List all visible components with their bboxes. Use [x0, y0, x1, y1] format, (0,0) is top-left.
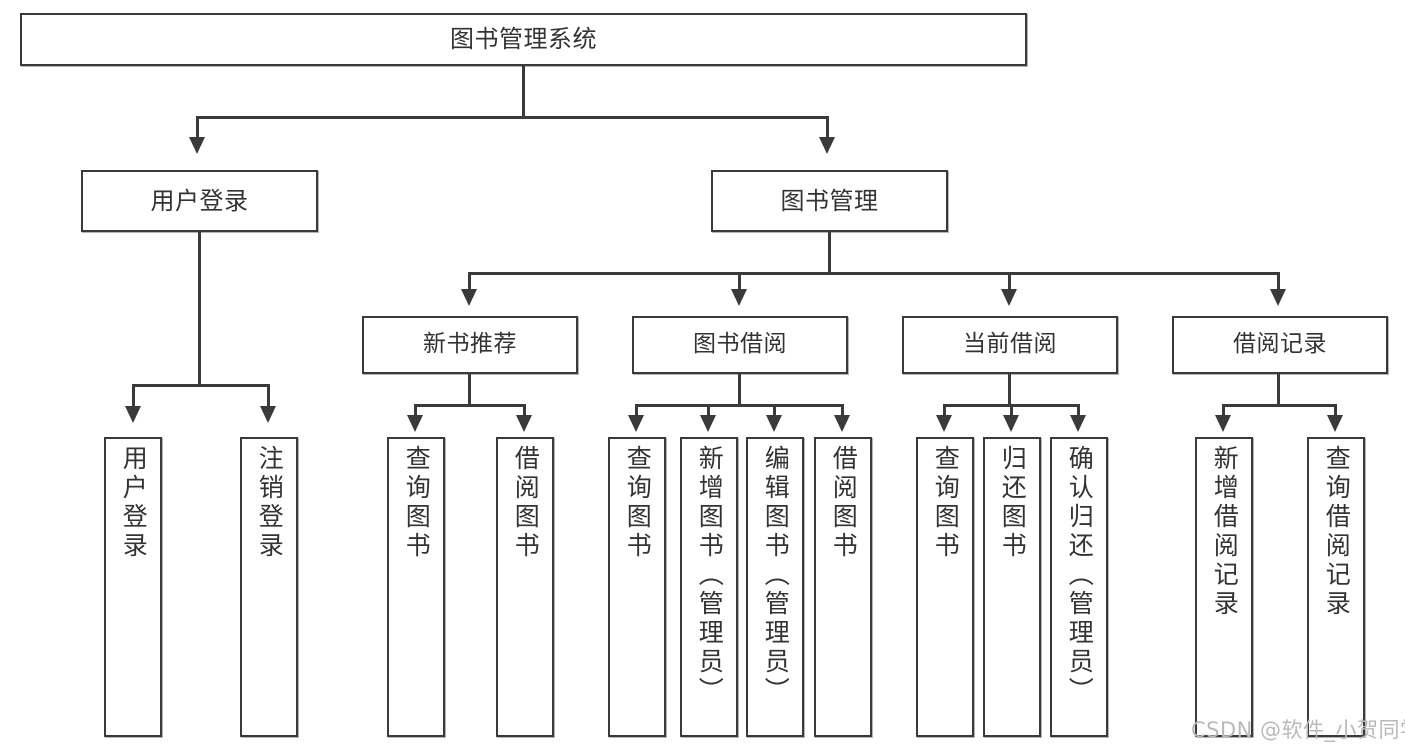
connector-cb-drop-3: [1077, 404, 1080, 418]
arrowhead-leaf-return-book: [1003, 415, 1019, 432]
node-leaf-confirm-return[interactable]: 确认归还（管理员）: [1050, 437, 1108, 737]
connector-current-borrow-stem: [1008, 374, 1011, 404]
connector-root-bus: [196, 116, 828, 119]
arrowhead-leaf-query-record: [1327, 415, 1343, 432]
connector-new-book-stem: [468, 374, 471, 404]
node-label: 用户登录: [119, 445, 149, 561]
connector-bb-drop-4: [841, 404, 844, 418]
node-label: 借阅图书: [829, 445, 859, 561]
arrowhead-leaf-user-login: [125, 406, 141, 423]
node-book-borrow[interactable]: 图书借阅: [632, 316, 848, 374]
arrowhead-user-login: [189, 137, 205, 154]
node-label: 用户登录: [150, 186, 249, 215]
node-label: 查询借阅记录: [1322, 445, 1352, 619]
node-label: 新增借阅记录: [1210, 445, 1240, 619]
node-new-book-recommend[interactable]: 新书推荐: [362, 316, 578, 374]
node-label: 新增图书（管理员）: [695, 445, 725, 706]
node-borrow-record[interactable]: 借阅记录: [1172, 316, 1388, 374]
node-label: 查询图书: [402, 445, 432, 561]
node-label: 查询图书: [931, 445, 961, 561]
connector-borrow-record-bus: [1222, 404, 1337, 407]
node-leaf-return-book[interactable]: 归还图书: [983, 437, 1041, 737]
node-leaf-user-login[interactable]: 用户登录: [104, 437, 162, 737]
node-label: 注销登录: [255, 445, 285, 561]
node-current-borrow[interactable]: 当前借阅: [902, 316, 1118, 374]
node-label: 确认归还（管理员）: [1065, 445, 1095, 706]
arrowhead-leaf-query-book-1: [407, 415, 423, 432]
node-label: 借阅记录: [1233, 331, 1327, 358]
arrowhead-leaf-add-book: [700, 415, 716, 432]
csdn-watermark: CSDN @软件_小贺同学: [1191, 718, 1405, 742]
arrowhead-book-borrow: [731, 289, 747, 306]
node-leaf-query-book-2[interactable]: 查询图书: [608, 437, 666, 737]
arrowhead-leaf-add-record: [1215, 415, 1231, 432]
node-leaf-edit-book[interactable]: 编辑图书（管理员）: [746, 437, 804, 737]
node-leaf-add-book[interactable]: 新增图书（管理员）: [680, 437, 738, 737]
node-book-management[interactable]: 图书管理: [711, 170, 948, 232]
node-label: 当前借阅: [963, 331, 1057, 358]
node-label: 图书借阅: [693, 331, 787, 358]
node-leaf-borrow-book-1[interactable]: 借阅图书: [496, 437, 554, 737]
node-label: 新书推荐: [423, 331, 517, 358]
arrowhead-leaf-query-book-2: [628, 415, 644, 432]
connector-br-drop-2: [1334, 404, 1337, 418]
node-leaf-add-record[interactable]: 新增借阅记录: [1195, 437, 1253, 737]
node-label: 归还图书: [998, 445, 1028, 561]
connector-bb-drop-3: [773, 404, 776, 418]
connector-new-book-drop-1: [414, 404, 417, 418]
connector-book-management-bus: [468, 272, 1280, 275]
connector-user-login-drop-1: [132, 384, 135, 409]
connector-user-login-stem: [198, 232, 201, 384]
arrowhead-leaf-borrow-book-1: [516, 415, 532, 432]
node-label: 借阅图书: [511, 445, 541, 561]
node-leaf-query-record[interactable]: 查询借阅记录: [1307, 437, 1365, 737]
arrowhead-current-borrow: [1001, 289, 1017, 306]
connector-root-stem: [522, 66, 525, 116]
connector-br-drop-1: [1222, 404, 1225, 418]
connector-borrow-record-stem: [1277, 374, 1280, 404]
connector-user-login-bus: [132, 384, 270, 387]
arrowhead-borrow-record: [1270, 289, 1286, 306]
node-leaf-query-book-3[interactable]: 查询图书: [916, 437, 974, 737]
arrowhead-leaf-query-book-3: [936, 415, 952, 432]
arrowhead-leaf-borrow-book-2: [834, 415, 850, 432]
node-root-book-management-system[interactable]: 图书管理系统: [20, 13, 1027, 66]
arrowhead-leaf-confirm-return: [1070, 415, 1086, 432]
node-leaf-query-book-1[interactable]: 查询图书: [387, 437, 445, 737]
arrowhead-leaf-edit-book: [766, 415, 782, 432]
arrowhead-leaf-user-logout: [260, 406, 276, 423]
connector-bm-drop-new-book: [468, 272, 471, 292]
node-label: 图书管理系统: [450, 25, 597, 54]
connector-bm-drop-current-borrow: [1008, 272, 1011, 292]
node-label: 查询图书: [623, 445, 653, 561]
connector-user-login-drop-2: [267, 384, 270, 409]
connector-book-borrow-stem: [738, 374, 741, 404]
connector-book-management-stem: [828, 232, 831, 272]
connector-cb-drop-1: [943, 404, 946, 418]
node-label: 图书管理: [780, 186, 879, 215]
connector-bb-drop-2: [707, 404, 710, 418]
node-label: 编辑图书（管理员）: [761, 445, 791, 706]
connector-new-book-drop-2: [523, 404, 526, 418]
connector-bb-drop-1: [635, 404, 638, 418]
node-leaf-user-logout[interactable]: 注销登录: [240, 437, 298, 737]
connector-bm-drop-book-borrow: [738, 272, 741, 292]
connector-bm-drop-borrow-record: [1277, 272, 1280, 292]
connector-root-to-book-management: [826, 116, 829, 141]
arrowhead-book-management: [819, 137, 835, 154]
connector-cb-drop-2: [1010, 404, 1013, 418]
connector-book-borrow-bus: [635, 404, 843, 407]
connector-root-to-user-login: [196, 116, 199, 141]
connector-new-book-bus: [414, 404, 526, 407]
node-user-login[interactable]: 用户登录: [81, 170, 318, 232]
node-leaf-borrow-book-2[interactable]: 借阅图书: [814, 437, 872, 737]
arrowhead-new-book-recommend: [461, 289, 477, 306]
